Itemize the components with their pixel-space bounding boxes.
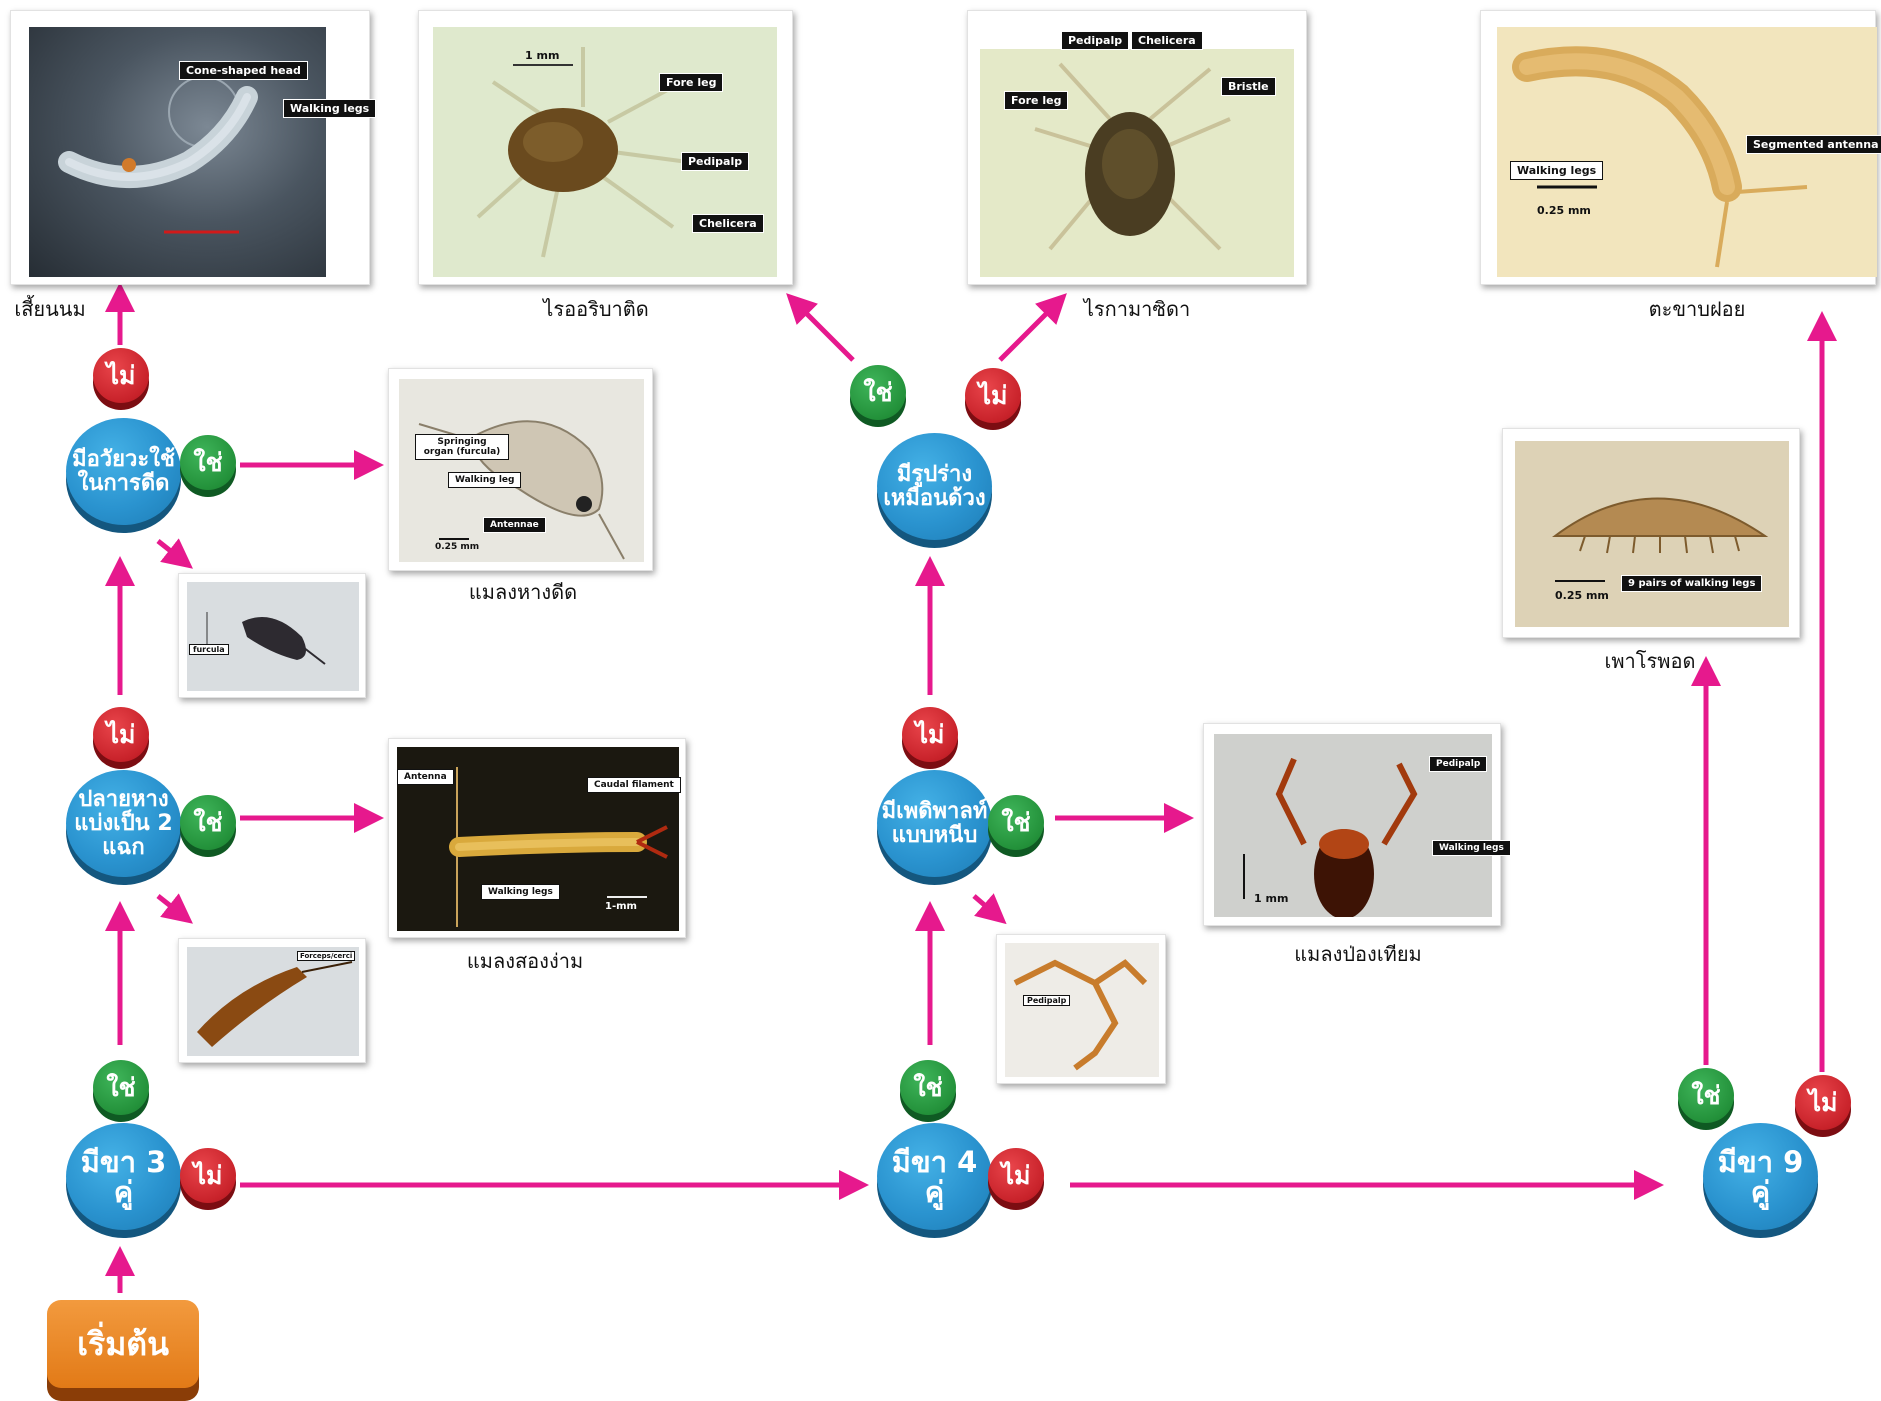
photo-oribatid: 1 mm Fore leg Pedipalp Chelicera	[418, 10, 793, 285]
photo-pseudoscorpion: Pedipalp Walking legs 1 mm	[1203, 723, 1511, 926]
caption-proturan: เสี้ยนนม	[14, 297, 86, 321]
photo-springtail: Springing organ (furcula) Walking leg An…	[388, 368, 653, 571]
pauropod-scale: 0.25 mm	[1555, 589, 1609, 602]
yes-badge-pedipalp: ใช่	[988, 795, 1044, 857]
caption-pauropod: เพาโรพอด	[1604, 649, 1696, 673]
label-walking-legs-2: Walking legs	[1510, 161, 1604, 180]
yes-badge-legs4: ใช่	[900, 1060, 956, 1122]
pseudoscorpion-specimen-drawing	[1243, 757, 1418, 917]
node-beetle-shape: มีรูปร่าง เหมือนด้วง	[877, 433, 992, 548]
photo-pauropod: 9 pairs of walking legs 0.25 mm	[1502, 428, 1800, 638]
thumb-dipluran-drawing	[197, 961, 353, 1047]
label-springing-organ: Springing organ (furcula)	[415, 434, 509, 460]
label-pedipalp: Pedipalp	[681, 152, 750, 171]
node-legs-9-pairs: มีขา 9 คู่	[1703, 1123, 1818, 1238]
node-legs-3-label: มีขา 3 คู่	[66, 1123, 181, 1230]
node-tail-forked-label: ปลายหาง แบ่งเป็น 2 แฉก	[66, 770, 181, 877]
springtail-specimen-drawing	[418, 420, 625, 560]
yes-badge-tail2: ใช่	[180, 795, 236, 857]
label-cone-head: Cone-shaped head	[179, 61, 308, 80]
label-antennae: Antennae	[483, 517, 546, 533]
photo-proturan: Cone-shaped head Walking legs	[10, 10, 377, 285]
caption-springtail: แมลงหางดีด	[468, 580, 578, 604]
label-pedipalp-2: Pedipalp	[1061, 31, 1130, 50]
thumb-dipluran: Forceps/cerci	[178, 938, 366, 1063]
no-badge-pedipalp: ไม่	[902, 707, 958, 769]
pauropod-specimen-drawing	[1551, 497, 1769, 582]
photo-mesostigmatid: Pedipalp Chelicera Fore leg Bristle	[967, 10, 1307, 285]
label-walking-legs-3: Walking legs	[481, 884, 560, 900]
node-jumping-organ: มีอวัยวะใช้ ในการดีด	[66, 418, 181, 533]
caption-pseudoscorpion: แมลงป่องเทียม	[1294, 942, 1422, 966]
node-legs-3-pairs: มีขา 3 คู่	[66, 1123, 181, 1238]
caption-oribatid: ไรออริบาติด	[543, 297, 649, 321]
label-nine-pairs: 9 pairs of walking legs	[1621, 575, 1763, 592]
node-pincer-pedipalp: มีเพดิพาลท์ แบบหนีบ	[877, 770, 992, 885]
thumb-springtail-drawing	[206, 612, 326, 665]
mesostigmatid-specimen-drawing	[1034, 62, 1231, 251]
no-badge-legs3: ไม่	[180, 1148, 236, 1210]
label-walking-leg: Walking leg	[448, 472, 522, 488]
label-antenna: Antenna	[397, 769, 454, 785]
label-walking-legs-4: Walking legs	[1432, 840, 1511, 856]
no-badge-legs4: ไม่	[988, 1148, 1044, 1210]
label-caudal-filament: Caudal filament	[587, 777, 681, 793]
thumb-label-forceps: Forceps/cerci	[297, 951, 356, 961]
oribatid-specimen-drawing	[476, 47, 689, 258]
node-legs-4-label: มีขา 4 คู่	[877, 1123, 992, 1230]
thumb-springtail: furcula	[178, 573, 366, 698]
label-pedipalp-3: Pedipalp	[1429, 756, 1488, 772]
symphylan-specimen-drawing	[1512, 46, 1808, 268]
springtail-scale: 0.25 mm	[435, 542, 480, 552]
pseudoscorpion-scale: 1 mm	[1254, 892, 1289, 905]
node-jumping-organ-label: มีอวัยวะใช้ ในการดีด	[66, 418, 181, 525]
dipluran-specimen-drawing	[449, 767, 668, 927]
arrow-tail2-to-thumb	[156, 893, 193, 924]
arrow-spider-to-mesostigmatid	[998, 293, 1067, 362]
yes-badge-jump: ใช่	[180, 435, 236, 497]
dipluran-scale: 1-mm	[605, 901, 637, 912]
node-legs-4-pairs: มีขา 4 คู่	[877, 1123, 992, 1238]
label-walking-legs: Walking legs	[283, 99, 377, 118]
photo-symphylan: Walking legs Segmented antenna 0.25 mm	[1480, 10, 1881, 285]
label-bristle: Bristle	[1221, 77, 1276, 96]
photo-dipluran: Antenna Caudal filament Walking legs 1-m…	[388, 738, 686, 938]
no-badge-legs9: ไม่	[1795, 1075, 1851, 1137]
arrow-spider-to-oribatid	[786, 293, 855, 362]
label-fore-leg: Fore leg	[659, 73, 724, 92]
start-label: เริ่มต้น	[47, 1300, 199, 1388]
yes-badge-legs9: ใช่	[1678, 1068, 1734, 1130]
no-badge-beetle: ไม่	[965, 368, 1021, 430]
no-badge-tail2: ไม่	[93, 707, 149, 769]
node-beetle-shape-label: มีรูปร่าง เหมือนด้วง	[877, 433, 992, 540]
start-button: เริ่มต้น	[47, 1300, 199, 1401]
label-chelicera-2: Chelicera	[1131, 31, 1203, 50]
node-tail-forked: ปลายหาง แบ่งเป็น 2 แฉก	[66, 770, 181, 885]
node-pincer-pedipalp-label: มีเพดิพาลท์ แบบหนีบ	[877, 770, 992, 877]
thumb-label-pedipalp: Pedipalp	[1023, 995, 1071, 1006]
symphylan-scale: 0.25 mm	[1537, 204, 1591, 217]
node-legs-9-label: มีขา 9 คู่	[1703, 1123, 1818, 1230]
no-badge-jump: ไม่	[93, 348, 149, 410]
yes-badge-legs3: ใช่	[93, 1060, 149, 1122]
arrow-pedipalp-to-thumb	[972, 893, 1007, 925]
label-fore-leg-2: Fore leg	[1004, 91, 1069, 110]
thumb-label-furcula: furcula	[189, 644, 229, 655]
label-segmented-antenna: Segmented antenna	[1746, 135, 1881, 154]
thumb-pseudoscorpion: Pedipalp	[996, 934, 1166, 1084]
arrow-jump-to-thumb	[156, 538, 193, 569]
proturan-specimen-drawing	[58, 76, 258, 234]
yes-badge-beetle: ใช่	[850, 365, 906, 427]
caption-mesostigmatid: ไรกามาซิดา	[1083, 297, 1191, 321]
caption-symphylan: ตะขาบฝอย	[1648, 297, 1746, 321]
thumb-pseudoscorpion-drawing	[1013, 959, 1148, 1071]
caption-dipluran: แมลงสองง่าม	[466, 949, 584, 973]
oribatid-scale: 1 mm	[525, 49, 560, 62]
label-chelicera: Chelicera	[692, 214, 764, 233]
